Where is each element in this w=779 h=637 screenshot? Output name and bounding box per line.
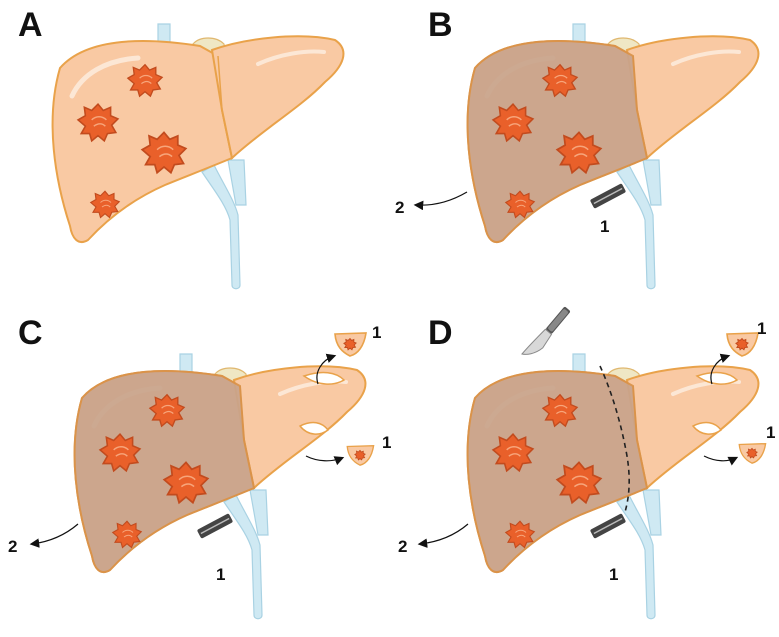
arrow-icon [416, 192, 467, 205]
vascular-clamp-icon [197, 513, 233, 539]
vascular-clamp-icon [590, 183, 626, 209]
resected-specimen-icon [739, 444, 765, 464]
arrow-icon [32, 524, 78, 544]
panel-c-letter: C [18, 314, 43, 352]
resected-specimen-icon [347, 446, 373, 466]
specimen-top-label: 1 [372, 323, 381, 342]
vascular-clamp-icon [590, 513, 626, 539]
panel-d: D 1 2 1 1 [398, 305, 775, 619]
liver-icon [53, 24, 344, 289]
specimen-bottom-label: 1 [766, 423, 775, 442]
panel-b-letter: B [428, 6, 453, 44]
scalpel-icon [522, 305, 572, 362]
arrow-label: 2 [398, 537, 407, 556]
arrow-label: 2 [395, 198, 404, 217]
panel-a-letter: A [18, 6, 43, 44]
panel-d-letter: D [428, 314, 453, 352]
arrow-label: 2 [8, 537, 17, 556]
arrow-icon [306, 456, 342, 461]
resected-specimen-icon [727, 333, 758, 356]
resected-specimen-icon [335, 333, 366, 356]
panel-c: C 1 2 1 1 [8, 314, 391, 619]
panel-a: A [18, 6, 343, 289]
arrow-icon [420, 524, 468, 544]
arrow-icon [704, 456, 736, 461]
specimen-top-label: 1 [757, 319, 766, 338]
panel-b: B 1 2 [395, 6, 758, 289]
clamp-label: 1 [216, 565, 225, 584]
clamp-label: 1 [600, 217, 609, 236]
clamp-label: 1 [609, 565, 618, 584]
specimen-bottom-label: 1 [382, 433, 391, 452]
